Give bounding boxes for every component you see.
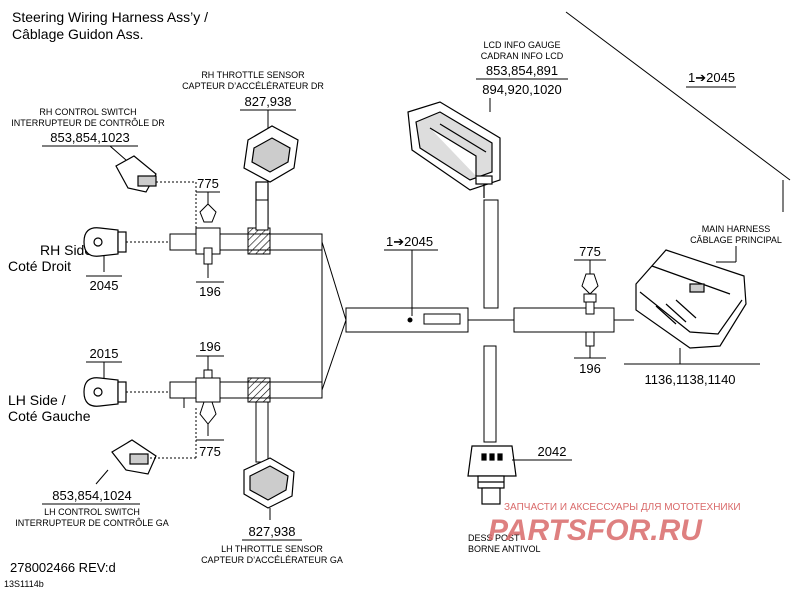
- figure-code: 13S1114b: [4, 579, 44, 589]
- main-harness-name-fr: CÂBLAGE PRINCIPAL: [690, 235, 782, 245]
- lh-switch-parts: 853,854,1024: [52, 488, 132, 503]
- lcd-gauge-name-fr: CADRAN INFO LCD: [481, 51, 564, 61]
- lcd-gauge-parts-1: 853,854,891: [486, 63, 558, 78]
- lh-clip-callout: 196: [199, 339, 221, 354]
- lh-throttle-name-fr: CAPTEUR D’ACCÉLÉRATEUR GA: [201, 555, 343, 565]
- lh-cap: [199, 401, 217, 436]
- rh-cap-callout: 775: [197, 176, 219, 191]
- lh-cap-callout: 775: [199, 444, 221, 459]
- right-cap-callout: 775: [579, 244, 601, 259]
- lcd-gauge-connector: [407, 101, 501, 198]
- top-right-ref: 1➔2045: [688, 70, 735, 85]
- lh-switch-name-fr: INTERRUPTEUR DE CONTRÔLE GA: [15, 518, 169, 528]
- watermark-text: ЗАПЧАСТИ И АКСЕССУАРЫ ДЛЯ МОТОТЕХНИКИ: [504, 502, 741, 513]
- rh-throttle-parts: 827,938: [245, 94, 292, 109]
- rh-throttle-connector: [243, 125, 299, 225]
- rh-switch-parts: 853,854,1023: [50, 130, 130, 145]
- dess-post-name-fr: BORNE ANTIVOL: [468, 544, 541, 554]
- watermark-logo: PARTSFOR.RU: [488, 514, 703, 547]
- rh-cap: [199, 192, 217, 223]
- lh-branch-harness: [169, 377, 323, 463]
- rh-clip-callout: 196: [199, 284, 221, 299]
- lh-switch-name-en: LH CONTROL SWITCH: [44, 507, 140, 517]
- main-harness-connector: [635, 249, 747, 349]
- lh-side-label-1: LH Side /: [8, 392, 66, 408]
- rh-branch-harness: [169, 199, 323, 255]
- lh-switch-connector: [111, 439, 157, 475]
- right-clip-callout: 196: [579, 361, 601, 376]
- rh-switch-name-fr: INTERRUPTEUR DE CONTRÔLE DR: [11, 118, 165, 128]
- dess-post-part: 2042: [538, 444, 567, 459]
- lh-side-part: 2015: [90, 346, 119, 361]
- lh-side-label-2: Coté Gauche: [8, 408, 91, 424]
- center-ref: 1➔2045: [386, 234, 433, 249]
- rh-throttle-name-fr: CAPTEUR D’ACCÉLÉRATEUR DR: [182, 81, 324, 91]
- dess-post-name-en: DESS POST: [468, 533, 520, 543]
- lcd-gauge-name-en: LCD INFO GAUGE: [483, 40, 560, 50]
- rh-clip: [203, 247, 213, 278]
- rh-side-connector: [83, 227, 127, 257]
- lh-throttle-name-en: LH THROTTLE SENSOR: [221, 544, 323, 554]
- doc-number: 278002466 REV:d: [10, 560, 116, 575]
- title-line-2: Câblage Guidon Ass.: [12, 26, 144, 42]
- rh-switch-name-en: RH CONTROL SWITCH: [39, 107, 136, 117]
- title-line-1: Steering Wiring Harness Ass’y /: [12, 9, 208, 25]
- main-harness-parts: 1136,1138,1140: [644, 372, 735, 387]
- lh-throttle-connector: [243, 457, 295, 509]
- rh-throttle-name-en: RH THROTTLE SENSOR: [201, 70, 305, 80]
- lh-throttle-parts: 827,938: [249, 524, 296, 539]
- lh-side-connector: [83, 377, 127, 407]
- dess-post-connector: [467, 445, 517, 505]
- rh-side-label-2: Coté Droit: [8, 258, 71, 274]
- right-cap: [581, 260, 599, 347]
- main-harness-name-en: MAIN HARNESS: [702, 224, 771, 234]
- top-right-leader: [565, 11, 791, 212]
- lcd-gauge-parts-2: 894,920,1020: [482, 82, 562, 97]
- rh-switch-connector: [115, 155, 157, 193]
- rh-side-part: 2045: [90, 278, 119, 293]
